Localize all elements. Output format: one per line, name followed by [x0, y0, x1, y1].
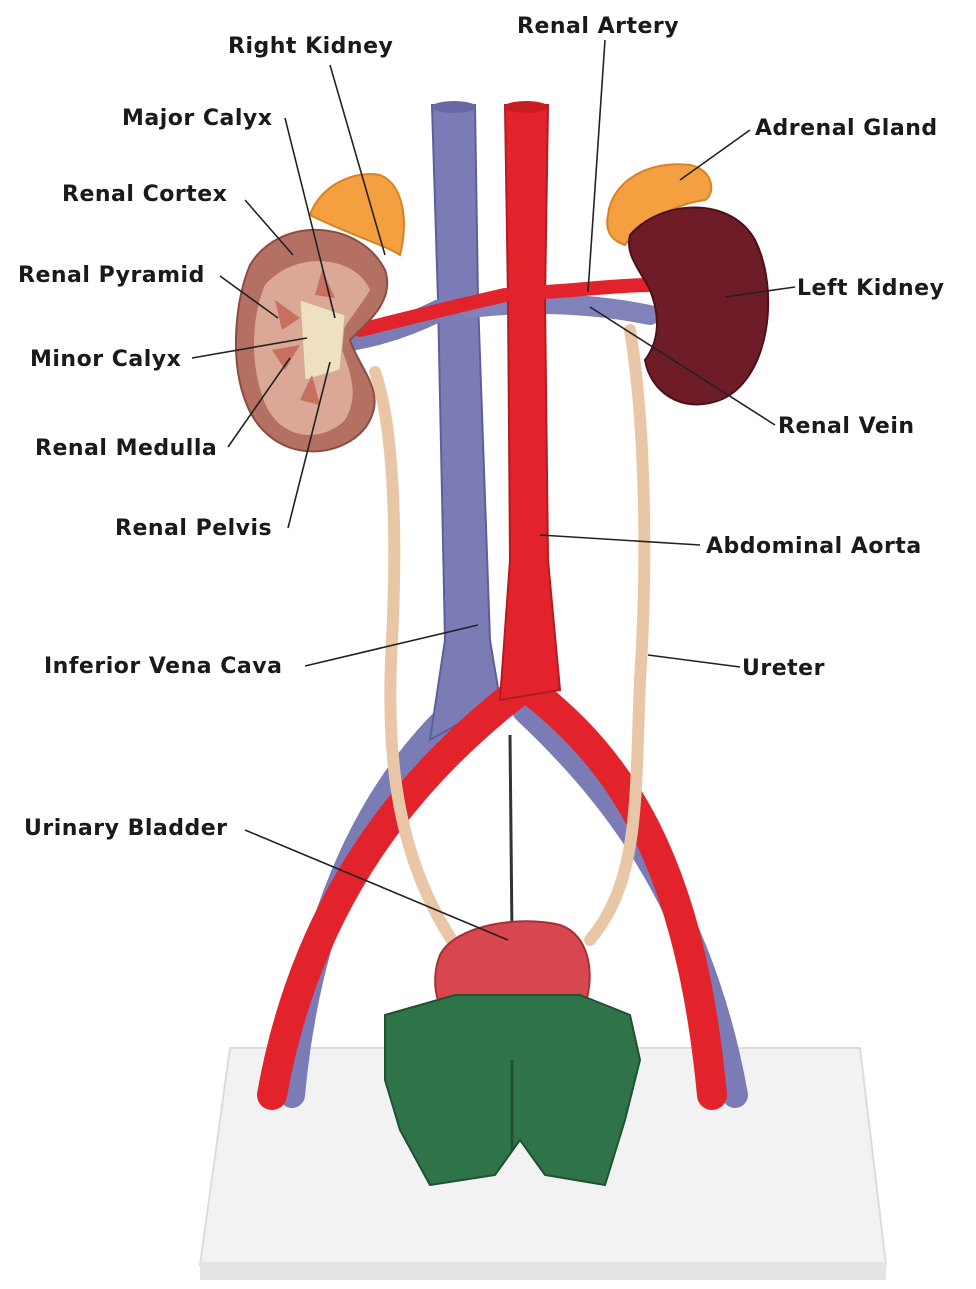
label-abdominal-aorta: Abdominal Aorta — [706, 534, 922, 560]
label-renal-cortex: Renal Cortex — [62, 182, 227, 208]
label-renal-pyramid: Renal Pyramid — [18, 263, 205, 289]
label-minor-calyx: Minor Calyx — [30, 347, 181, 373]
label-major-calyx: Major Calyx — [122, 106, 272, 132]
label-right-kidney: Right Kidney — [228, 34, 393, 60]
label-renal-vein: Renal Vein — [778, 414, 915, 440]
label-renal-artery: Renal Artery — [517, 14, 679, 40]
abdominal-aorta — [500, 105, 560, 700]
left-renal-vein — [470, 304, 650, 315]
label-inferior-vena-cava: Inferior Vena Cava — [44, 654, 282, 680]
inferior-vena-cava — [430, 105, 500, 740]
support-rod — [510, 735, 512, 935]
label-renal-pelvis: Renal Pelvis — [115, 516, 272, 542]
label-left-kidney: Left Kidney — [797, 276, 944, 302]
label-renal-medulla: Renal Medulla — [35, 436, 217, 462]
label-ureter: Ureter — [742, 656, 825, 682]
label-adrenal-gland: Adrenal Gland — [755, 116, 938, 142]
label-urinary-bladder: Urinary Bladder — [24, 816, 228, 842]
